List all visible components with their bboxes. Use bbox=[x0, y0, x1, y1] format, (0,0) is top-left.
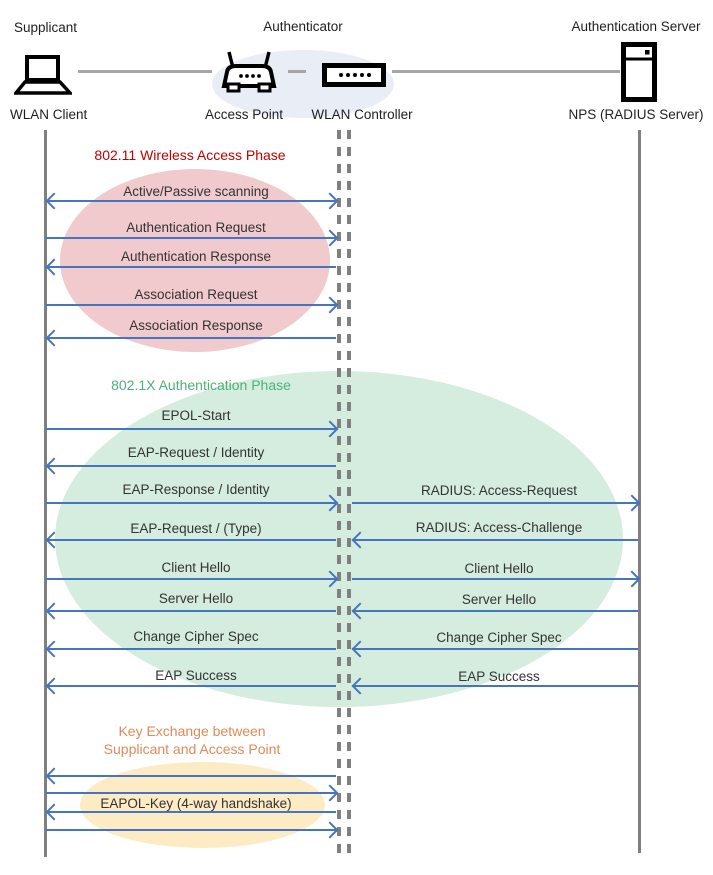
device-nps-label: NPS (RADIUS Server) bbox=[568, 107, 704, 122]
access-point-icon bbox=[221, 51, 277, 93]
lifeline-wlan-client bbox=[44, 130, 47, 857]
message-arrow-line bbox=[46, 578, 336, 580]
message-arrow-line bbox=[352, 648, 638, 650]
role-supplicant: Supplicant bbox=[14, 20, 78, 35]
arrowhead-left-icon bbox=[45, 640, 63, 658]
connector-ap-to-controller-dash bbox=[288, 70, 306, 73]
message-label: EAP-Response / Identity bbox=[122, 482, 270, 497]
message-arrow-line bbox=[46, 266, 336, 268]
arrowhead-left-icon bbox=[45, 677, 63, 695]
message-label: Server Hello bbox=[461, 592, 537, 607]
message-label: Change Cipher Spec bbox=[436, 630, 562, 645]
message-label: EAP-Request / (Type) bbox=[130, 521, 262, 536]
arrowhead-left-icon bbox=[45, 457, 63, 475]
message-label: EAP-Request / Identity bbox=[127, 445, 265, 460]
message-label: EAP Success bbox=[458, 669, 540, 684]
message-arrow-line bbox=[46, 337, 336, 339]
device-wlan-controller-label: WLAN Controller bbox=[311, 107, 413, 122]
message-arrow-line bbox=[46, 811, 336, 813]
wlan-controller-icon bbox=[322, 63, 386, 87]
phase-title-key-exchange: Key Exchange between Supplicant and Acce… bbox=[103, 723, 281, 757]
message-arrow-line bbox=[46, 502, 336, 504]
message-arrow-line bbox=[352, 610, 638, 612]
message-arrow-line bbox=[352, 539, 638, 541]
message-arrow-line bbox=[46, 610, 336, 612]
role-authentication-server: Authentication Server bbox=[571, 19, 701, 34]
arrowhead-left-icon bbox=[45, 803, 63, 821]
arrowhead-right-icon bbox=[321, 296, 339, 314]
arrowhead-left-icon bbox=[45, 192, 63, 210]
message-arrow-line bbox=[352, 502, 638, 504]
message-label: Client Hello bbox=[464, 561, 534, 576]
lifeline-capwap-dashed-2 bbox=[347, 130, 351, 853]
message-label: Client Hello bbox=[161, 560, 231, 575]
message-arrow-line bbox=[352, 685, 638, 687]
message-label: Authentication Response bbox=[120, 249, 272, 264]
message-label: EAPOL-Key (4-way handshake) bbox=[100, 796, 292, 811]
message-arrow-line bbox=[46, 304, 336, 306]
server-icon bbox=[621, 42, 657, 102]
connector-controller-to-server bbox=[392, 70, 620, 73]
message-arrow-line bbox=[352, 578, 638, 580]
message-arrow-line bbox=[46, 685, 336, 687]
lifeline-radius-server bbox=[638, 130, 641, 853]
message-label: Server Hello bbox=[158, 591, 234, 606]
arrowhead-right-icon bbox=[321, 821, 339, 839]
message-arrow-line bbox=[46, 829, 336, 831]
message-arrow-line bbox=[46, 792, 336, 794]
message-label: EAP Success bbox=[155, 668, 237, 683]
device-access-point-label: Access Point bbox=[204, 107, 284, 122]
message-arrow-line bbox=[46, 648, 336, 650]
laptop-icon bbox=[14, 55, 72, 95]
message-label: RADIUS: Access-Request bbox=[420, 483, 578, 498]
message-label: EPOL-Start bbox=[161, 408, 231, 423]
device-wlan-client-label: WLAN Client bbox=[10, 107, 88, 122]
arrowhead-left-icon bbox=[45, 602, 63, 620]
message-label: Authentication Request bbox=[126, 220, 266, 235]
message-label: Active/Passive scanning bbox=[123, 184, 269, 199]
lifeline-capwap-dashed-1 bbox=[337, 130, 341, 853]
connector-client-to-ap bbox=[78, 70, 212, 73]
role-authenticator: Authenticator bbox=[263, 19, 343, 34]
message-label: Change Cipher Spec bbox=[133, 629, 259, 644]
message-arrow-line bbox=[46, 465, 336, 467]
phase-title-wireless-access: 802.11 Wireless Access Phase bbox=[94, 147, 286, 163]
message-arrow-line bbox=[46, 200, 336, 202]
phase-wireless-access-ellipse bbox=[60, 169, 330, 352]
message-arrow-line bbox=[46, 428, 336, 430]
message-arrow-line bbox=[46, 775, 336, 777]
phase-title-dot1x: 802.1X Authentication Phase bbox=[111, 377, 291, 393]
arrowhead-right-icon bbox=[321, 192, 339, 210]
message-arrow-line bbox=[46, 237, 336, 239]
message-label: Association Response bbox=[129, 318, 263, 333]
message-label: Association Request bbox=[134, 287, 258, 302]
message-arrow-line bbox=[46, 539, 336, 541]
arrowhead-left-icon bbox=[45, 329, 63, 347]
message-label: RADIUS: Access-Challenge bbox=[415, 520, 583, 535]
arrowhead-left-icon bbox=[45, 767, 63, 785]
